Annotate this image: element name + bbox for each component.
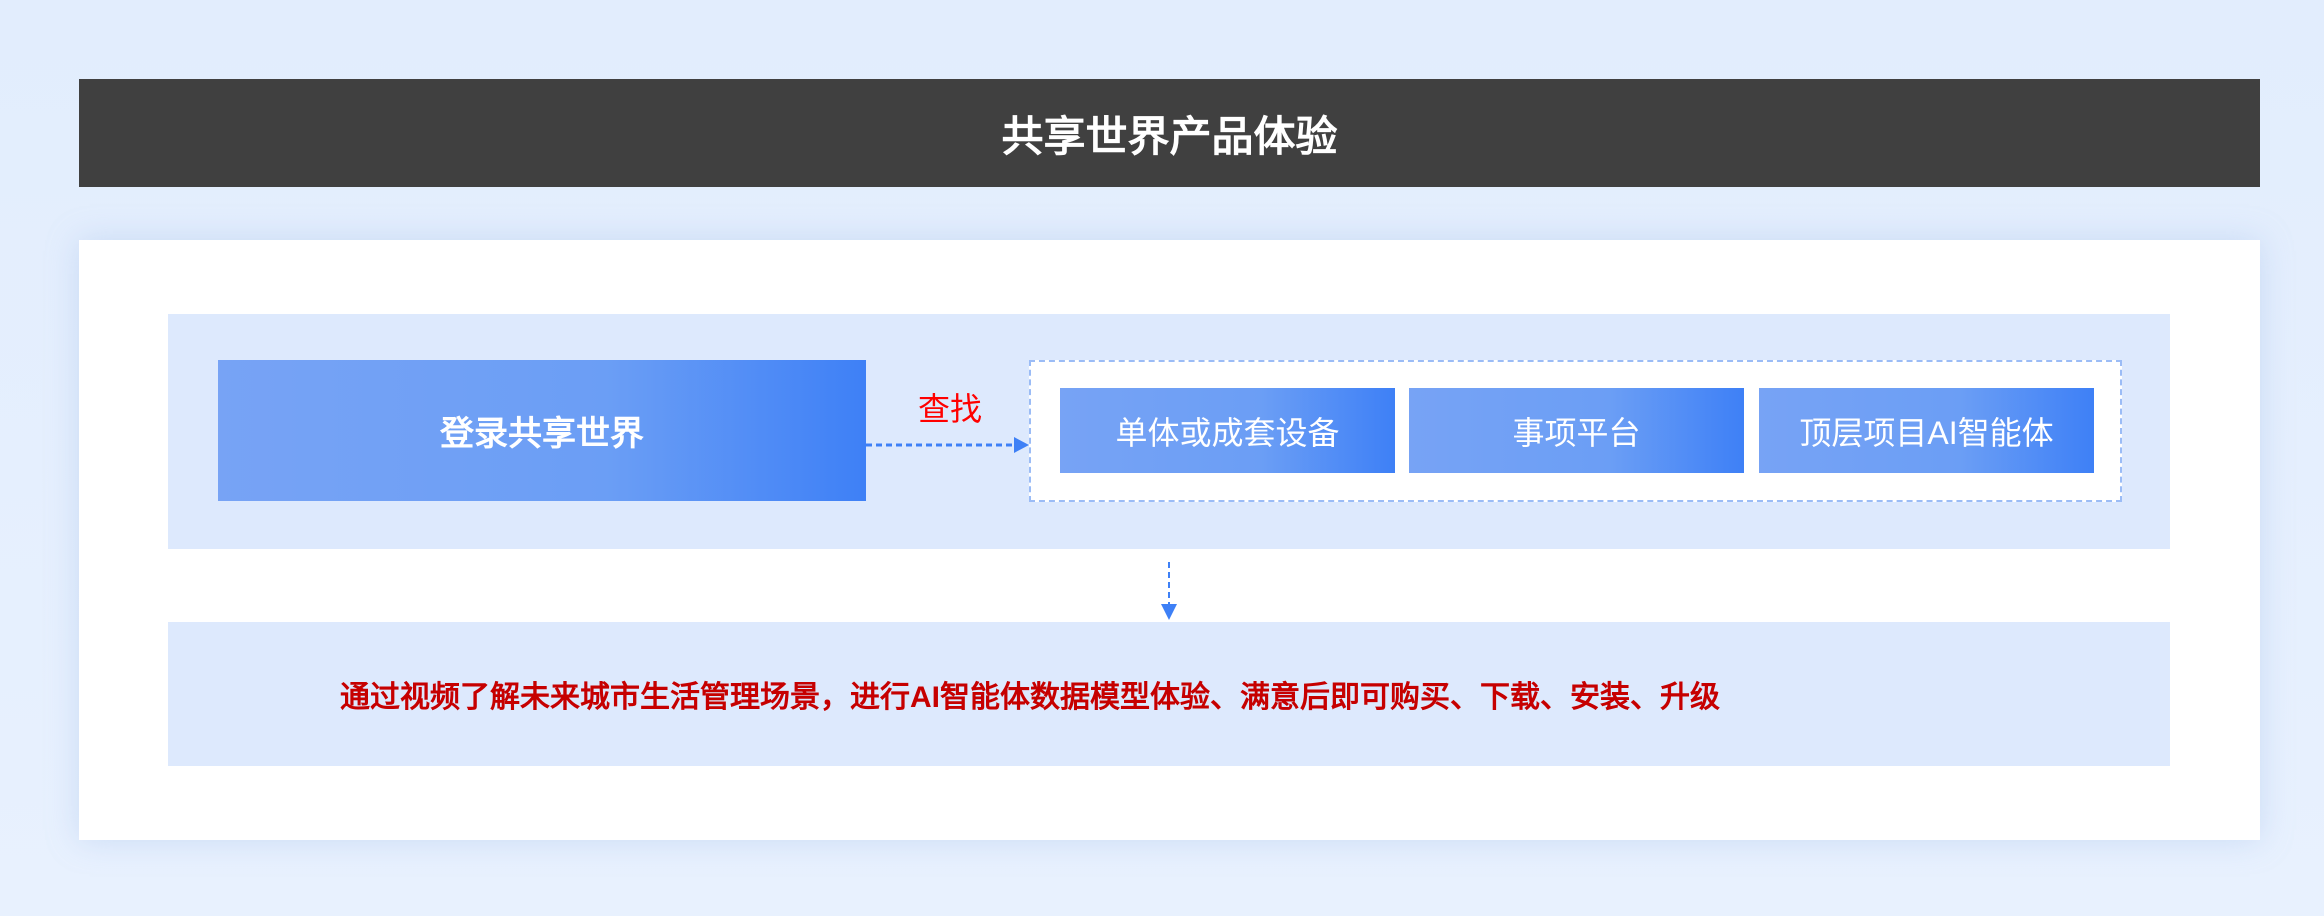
- arrow-down-icon: [1161, 562, 1177, 620]
- page-title: 共享世界产品体验: [79, 79, 2260, 187]
- option-node-platform: 事项平台: [1409, 388, 1744, 473]
- summary-text: 通过视频了解未来城市生活管理场景，进行AI智能体数据模型体验、满意后即可购买、下…: [168, 622, 2170, 766]
- arrow-right-icon: [866, 437, 1029, 453]
- edge-label: 查找: [917, 391, 982, 427]
- option-node-ai-agent: 顶层项目AI智能体: [1759, 388, 2094, 473]
- option-node-devices: 单体或成套设备: [1060, 388, 1395, 473]
- login-node: 登录共享世界: [218, 360, 866, 501]
